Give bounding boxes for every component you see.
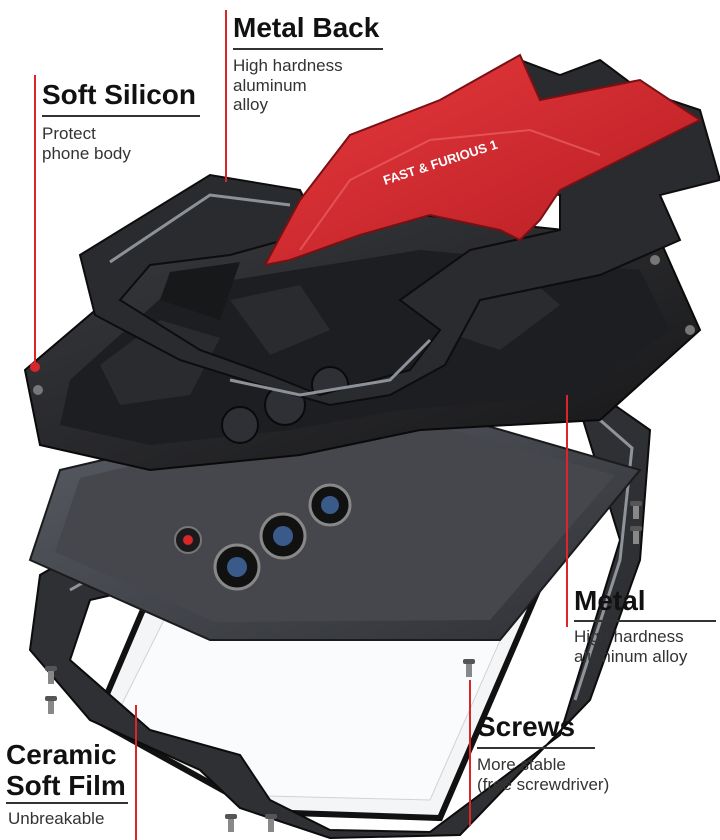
ceramic-film-leader-line <box>135 705 137 840</box>
screw <box>265 814 277 832</box>
soft-silicon-description: Protect phone body <box>42 124 131 163</box>
ceramic-film-title: Ceramic Soft Film <box>6 739 126 801</box>
metal-description: High hardness aluminum alloy <box>574 627 688 666</box>
soft-silicon-underline <box>42 115 200 117</box>
screws-description: More stable (free screwdriver) <box>477 755 610 794</box>
metal-back-leader-line <box>225 10 227 182</box>
soft-silicon-leader-line <box>34 75 36 365</box>
screw <box>630 526 642 544</box>
metal-back-underline <box>233 48 383 50</box>
metal-back-description: High hardness aluminum alloy <box>233 56 343 115</box>
metal-leader-line <box>566 395 568 627</box>
screw <box>463 659 475 677</box>
screw <box>225 814 237 832</box>
red-metal-plate: FAST & FURIOUS 1 <box>263 53 702 267</box>
screws-leader-line <box>469 680 471 826</box>
screw <box>45 666 57 684</box>
screws-underline <box>477 747 595 749</box>
metal-back-title: Metal Back <box>233 12 380 43</box>
soft-silicon-title: Soft Silicon <box>42 79 196 110</box>
screw <box>630 501 642 519</box>
soft-silicon-leader-dot <box>30 362 40 372</box>
screws-title: Screws <box>477 711 576 742</box>
ceramic-film-description: Unbreakable <box>8 809 105 828</box>
ceramic-film-underline <box>6 802 128 804</box>
screws <box>45 501 642 832</box>
metal-underline <box>574 620 716 622</box>
screw <box>45 696 57 714</box>
metal-title: Metal <box>574 585 646 616</box>
